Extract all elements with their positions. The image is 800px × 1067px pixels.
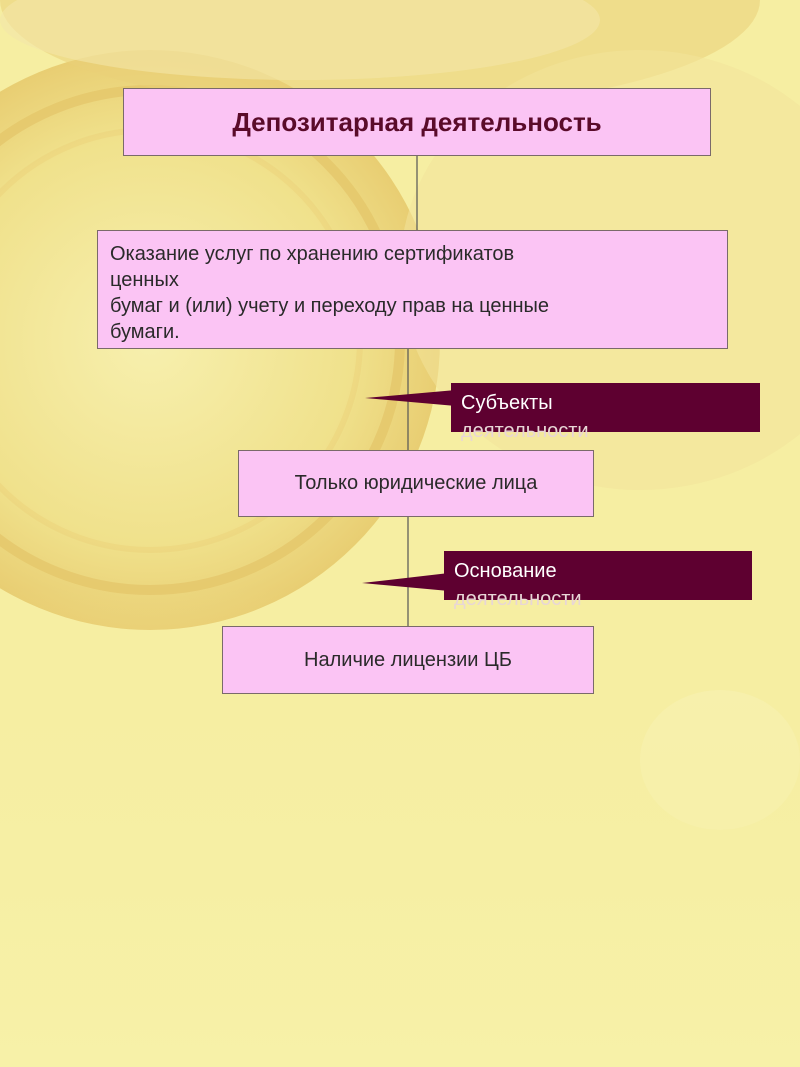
basis-box: Наличие лицензии ЦБ bbox=[222, 626, 594, 694]
basis-label-line-2: деятельности bbox=[454, 588, 582, 610]
definition-line-3: бумаг и (или) учету и переходу прав на ц… bbox=[110, 295, 550, 317]
subjects-callout: Субъекты деятельности bbox=[451, 383, 760, 442]
definition-box: Оказание услуг по хранению сертификатов … bbox=[97, 230, 728, 349]
diagram-title: Депозитарная деятельность bbox=[232, 106, 602, 137]
subjects-label-line-1: Субъекты bbox=[461, 392, 553, 414]
title-box: Депозитарная деятельность bbox=[123, 88, 711, 156]
definition-line-1: Оказание услуг по хранению сертификатов bbox=[110, 243, 515, 265]
subjects-label-line-2: деятельности bbox=[461, 420, 589, 442]
basis-callout: Основание деятельности bbox=[444, 551, 752, 610]
definition-line-4: бумаги. bbox=[110, 321, 180, 343]
basis-label-line-1: Основание bbox=[454, 560, 557, 582]
subjects-value: Только юридические лица bbox=[294, 472, 538, 494]
basis-value: Наличие лицензии ЦБ bbox=[304, 648, 512, 671]
definition-line-2: ценных bbox=[110, 269, 179, 291]
subjects-box: Только юридические лица bbox=[238, 450, 594, 517]
